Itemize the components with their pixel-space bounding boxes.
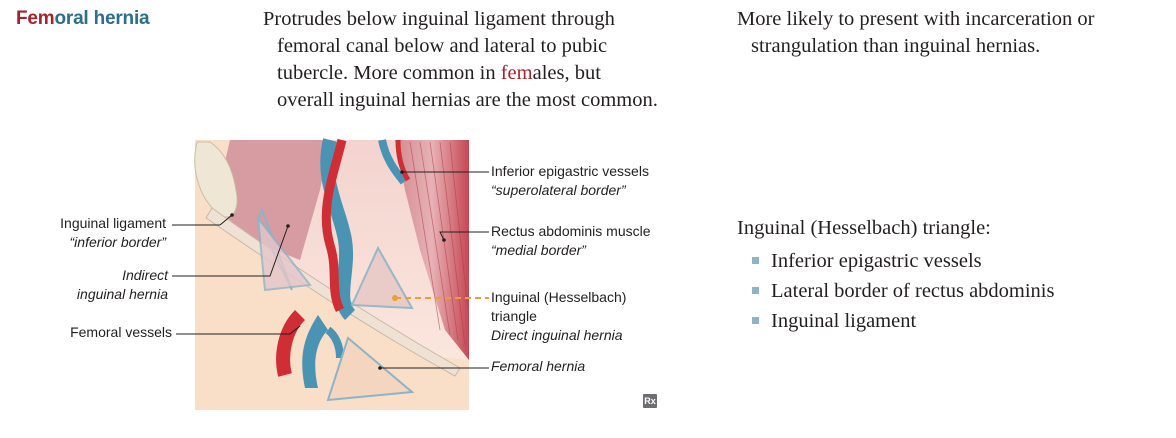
label-femoral-hernia: Femoral hernia [491, 358, 586, 374]
desc-line-3: tubercle. More common in females, but [277, 62, 601, 84]
list-item: Lateral border of rectus abdominis [750, 276, 1054, 306]
clinical-note: More likely to present with incarceratio… [737, 6, 1167, 60]
anatomy-illustration [172, 138, 489, 410]
section-title: Femoral hernia [16, 8, 150, 30]
note-line-2: strangulation than inguinal hernias. [751, 35, 1041, 57]
rectus-abdominis [395, 140, 469, 360]
oblique-muscle [215, 140, 330, 260]
anatomy-figure [0, 130, 700, 420]
note-line-1: More likely to present with incarceratio… [737, 8, 1095, 30]
bullet-icon [752, 287, 759, 294]
epigastric-branch-vein [378, 139, 408, 185]
epigastric-vein [320, 138, 356, 320]
triangle-heading: Inguinal (Hesselbach) triangle: [737, 217, 991, 239]
epigastric-branch-artery [395, 139, 411, 182]
leader-lines [172, 171, 489, 369]
title-rest: oral hernia [54, 8, 150, 29]
label-femoral-vessels: Femoral vessels [70, 324, 172, 340]
femoral-hernia-dot [378, 366, 382, 370]
title-highlight: Fem [16, 8, 55, 29]
femoral-hernia-triangle [326, 336, 415, 402]
desc-line-4: overall inguinal hernias are the most co… [277, 89, 658, 111]
triangle-border-list: Inferior epigastric vessels Lateral bord… [750, 246, 1054, 336]
desc-line-1: Protrudes below inguinal ligament throug… [263, 8, 615, 30]
description-text: Protrudes below inguinal ligament throug… [263, 6, 733, 114]
label-inguinal-ligament: Inguinal ligament “inferior border” [60, 215, 166, 250]
ligament-dot [230, 213, 234, 217]
desc-line-2: femoral canal below and lateral to pubic [277, 35, 608, 57]
label-indirect-hernia: Indirect inguinal hernia [76, 267, 168, 302]
epigastric-dot [400, 170, 404, 174]
hesselbach-triangle [350, 245, 414, 310]
list-item: Inferior epigastric vessels [750, 246, 1054, 276]
label-hesselbach: Inguinal (Hesselbach) triangle Direct in… [491, 289, 627, 343]
rectus-dot [442, 238, 446, 242]
label-rectus: Rectus abdominis muscle “medial border” [491, 223, 651, 258]
femoral-branch [325, 326, 344, 359]
hesselbach-dot [392, 295, 398, 301]
bullet-icon [752, 257, 759, 264]
bullet-icon [752, 317, 759, 324]
femoral-vein [302, 315, 328, 388]
list-item: Inguinal ligament [750, 306, 1054, 336]
femoral-artery [276, 310, 306, 377]
fem-highlight: fem [500, 62, 533, 84]
rx-badge-icon: Rx [643, 394, 657, 408]
label-inferior-epigastric: Inferior epigastric vessels “superolater… [491, 163, 649, 198]
indirect-dot [286, 224, 290, 228]
epigastric-artery [321, 138, 347, 313]
